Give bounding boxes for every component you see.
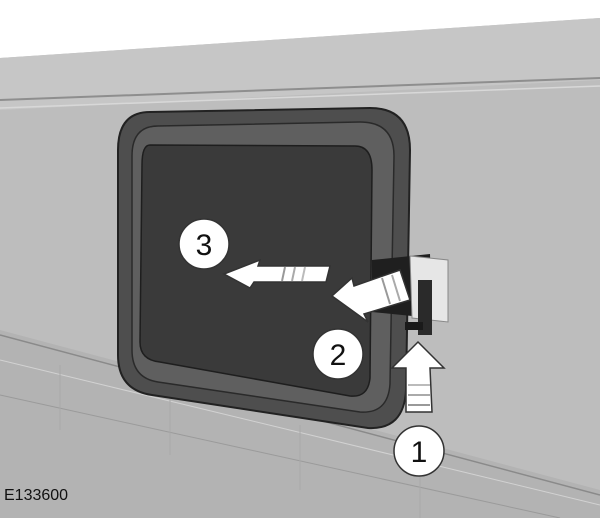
- step-1-number: 1: [411, 436, 428, 469]
- step-1-arrow-icon: [390, 340, 446, 413]
- step-3-number: 3: [196, 229, 213, 262]
- step-3-callout: 3: [178, 218, 230, 270]
- step-2-number: 2: [330, 339, 347, 372]
- figure-id-caption: E133600: [4, 487, 69, 504]
- step-1-callout: 1: [393, 425, 445, 477]
- step-2-arrow-icon: [330, 269, 411, 323]
- step-2-callout: 2: [312, 328, 364, 380]
- step-3-arrow-icon: [222, 258, 331, 289]
